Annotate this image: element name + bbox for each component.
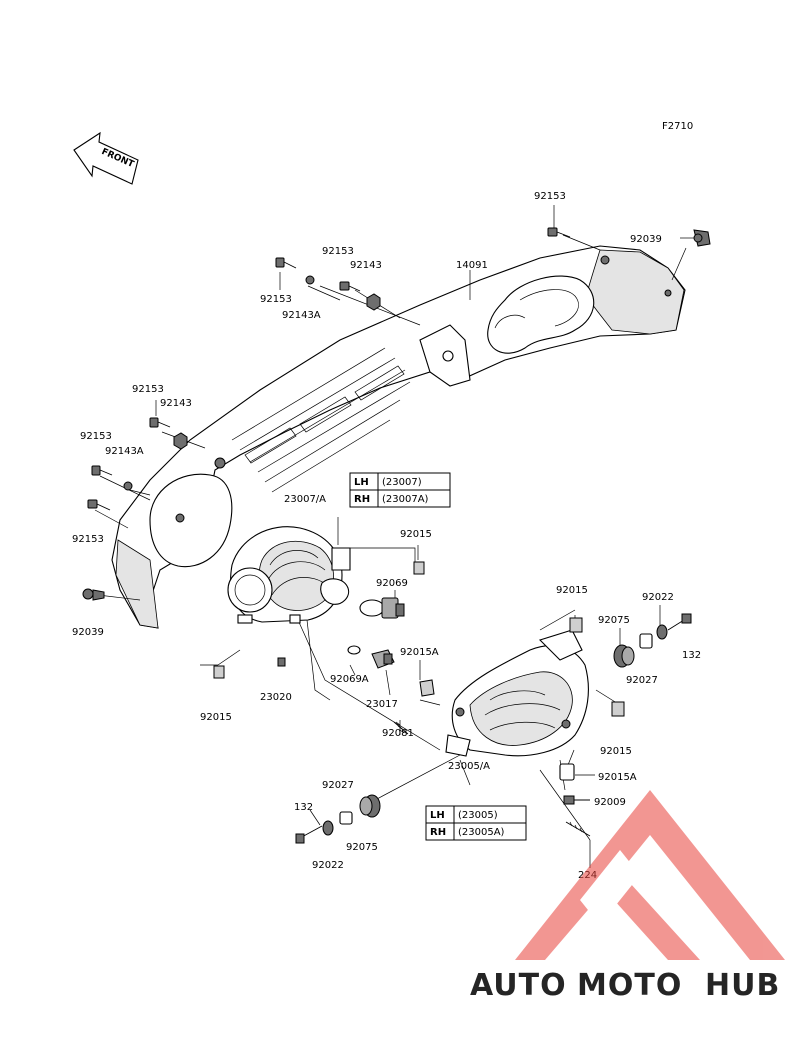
wordmark-hub: HUB — [705, 968, 780, 1003]
nut-92015-a — [413, 561, 425, 575]
bolt-92153-top — [547, 227, 571, 238]
callout: 132 — [294, 802, 313, 813]
callout: 92143 — [350, 260, 382, 271]
callout: 92153 — [72, 534, 104, 545]
callout: 92069A — [330, 674, 369, 685]
callout: 23020 — [260, 692, 292, 703]
washer-92143A-a — [305, 275, 315, 285]
screw-224 — [565, 821, 591, 837]
callout: 92153 — [80, 431, 112, 442]
callout: 92022 — [642, 592, 674, 603]
callout: 92143 — [160, 398, 192, 409]
bolt-132-b — [295, 825, 323, 844]
callout: 92153 — [322, 246, 354, 257]
clip-92039-top — [693, 229, 711, 247]
callout: 92075 — [346, 842, 378, 853]
automotohub-logo-mark — [515, 790, 785, 960]
automotohub-wordmark: AUTO MOTO HUB — [470, 968, 780, 1003]
callout: 92069 — [376, 578, 408, 589]
bolt-92153-d — [91, 465, 113, 476]
callout: 92015 — [600, 746, 632, 757]
collar-92015A-a — [419, 679, 435, 697]
upper-rh-part: (23007A) — [382, 494, 429, 505]
callout: 92015 — [556, 585, 588, 596]
bolt-92153-a — [275, 257, 297, 269]
socket-23017 — [371, 649, 395, 669]
callout: 92081 — [382, 728, 414, 739]
callout: 14091 — [456, 260, 488, 271]
wordmark-auto: AUTO — [470, 968, 567, 1003]
nut-92015-d — [611, 701, 625, 717]
variant-table-upper: LH (23007) RH (23007A) — [349, 472, 451, 508]
callout: 92153 — [132, 384, 164, 395]
lower-lh-label: LH — [430, 810, 445, 821]
figure-code: F2710 — [662, 121, 693, 132]
front-direction-arrow: FRONT — [73, 131, 139, 185]
callout: 23005/A — [448, 761, 490, 772]
washer-92022-b — [322, 820, 334, 836]
nut-92143-a — [366, 293, 381, 311]
nut-92015-b — [213, 665, 225, 679]
variant-table-lower: LH (23005) RH (23005A) — [425, 805, 527, 841]
headlight-cover-14091 — [111, 245, 686, 629]
callout: 92153 — [534, 191, 566, 202]
callout: 92075 — [598, 615, 630, 626]
callout: 92039 — [630, 234, 662, 245]
callout: 132 — [682, 650, 701, 661]
collar-92015A-b — [559, 763, 575, 781]
wordmark-moto: MOTO — [577, 968, 682, 1003]
bolt-92153-b — [339, 281, 361, 292]
headlight-housing-23005 — [445, 629, 589, 757]
callout: 92015 — [400, 529, 432, 540]
bulb-92069 — [359, 597, 405, 619]
callout: 92143A — [105, 446, 144, 457]
callout: 92153 — [260, 294, 292, 305]
callout: 92015 — [200, 712, 232, 723]
lower-lh-part: (23005) — [458, 810, 498, 821]
nut-92143-b — [173, 432, 188, 450]
upper-rh-label: RH — [354, 494, 370, 505]
lower-rh-label: RH — [430, 827, 446, 838]
callout: 23017 — [366, 699, 398, 710]
grommet-92075-a — [613, 644, 635, 668]
callout: 92027 — [322, 780, 354, 791]
nut-92015-c — [569, 617, 583, 633]
bolt-92153-e — [87, 499, 111, 511]
callout: 92015A — [598, 772, 637, 783]
callout-labels: 92153 92039 92153 92143 14091 92153 9214… — [72, 191, 701, 881]
callout: 92143A — [282, 310, 321, 321]
lower-rh-part: (23005A) — [458, 827, 505, 838]
callout: 92027 — [626, 675, 658, 686]
callout: 92022 — [312, 860, 344, 871]
washer-92022-a — [656, 624, 668, 640]
callout: 92015A — [400, 647, 439, 658]
automotohub-watermark — [515, 790, 785, 960]
bolt-92153-c — [149, 417, 171, 428]
collar-92027-a — [639, 633, 653, 649]
upper-lh-label: LH — [354, 477, 369, 488]
bolt-92009 — [563, 795, 590, 805]
headlight-unit-23007 — [227, 526, 351, 624]
bulb-92069A — [347, 645, 361, 655]
callout: 23007/A — [284, 494, 326, 505]
clip-92039-left — [82, 588, 105, 601]
cover-vent-slots — [231, 347, 411, 493]
grommet-92075-b — [359, 794, 381, 818]
callout: 92009 — [594, 797, 626, 808]
bolt-132-a — [667, 613, 692, 631]
collar-92027-b — [339, 811, 353, 825]
washer-92143A-b — [123, 481, 133, 491]
callout: 92039 — [72, 627, 104, 638]
spring-92081 — [393, 721, 409, 735]
nut-23020 — [277, 657, 286, 667]
upper-lh-part: (23007) — [382, 477, 422, 488]
